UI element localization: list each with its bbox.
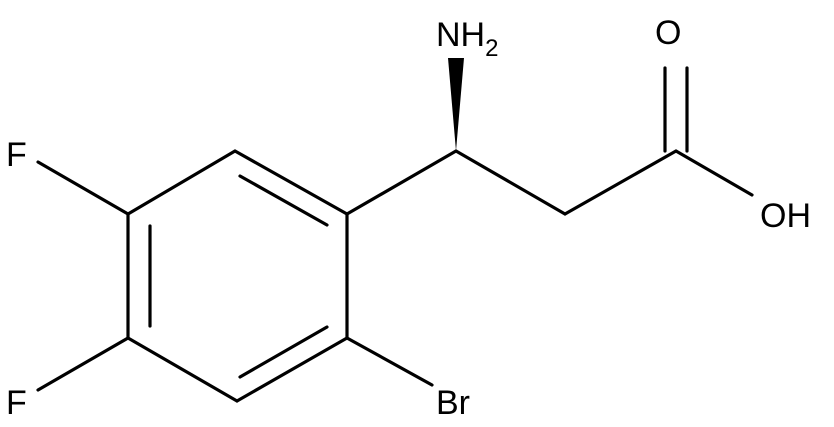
amine-label-subscript: 2 <box>485 35 498 62</box>
bond-stereocenter-ch2 <box>454 149 567 216</box>
ring-bond-4 <box>126 336 239 403</box>
hydroxyl-label: OH <box>760 197 811 235</box>
amine-label: NH2 <box>436 16 498 62</box>
ring-bond-1-inner <box>238 174 329 227</box>
bromo-label: Br <box>436 384 470 422</box>
carbonyl-oxygen-label: O <box>655 14 681 52</box>
bond-carboxyl-hydroxyl <box>674 149 754 197</box>
ring-bond-3-inner <box>238 325 329 379</box>
benzene-ring <box>126 149 349 403</box>
fluoro-top-label: F <box>6 136 27 174</box>
bond-ch2-carboxyl <box>563 149 678 216</box>
fluoro-bottom-label: F <box>6 384 27 422</box>
ring-bond-3 <box>235 336 349 403</box>
bond-ring-fluoro-bottom <box>36 336 130 392</box>
bond-ring-fluoro-top <box>36 160 130 216</box>
bond-ring-bromo <box>345 336 434 387</box>
ring-bond-1 <box>233 149 349 216</box>
amine-label-main: NH <box>436 16 485 54</box>
wedge-bond-amine <box>448 58 464 151</box>
ring-bond-6 <box>126 149 237 216</box>
bond-ring-stereocenter <box>345 149 458 216</box>
